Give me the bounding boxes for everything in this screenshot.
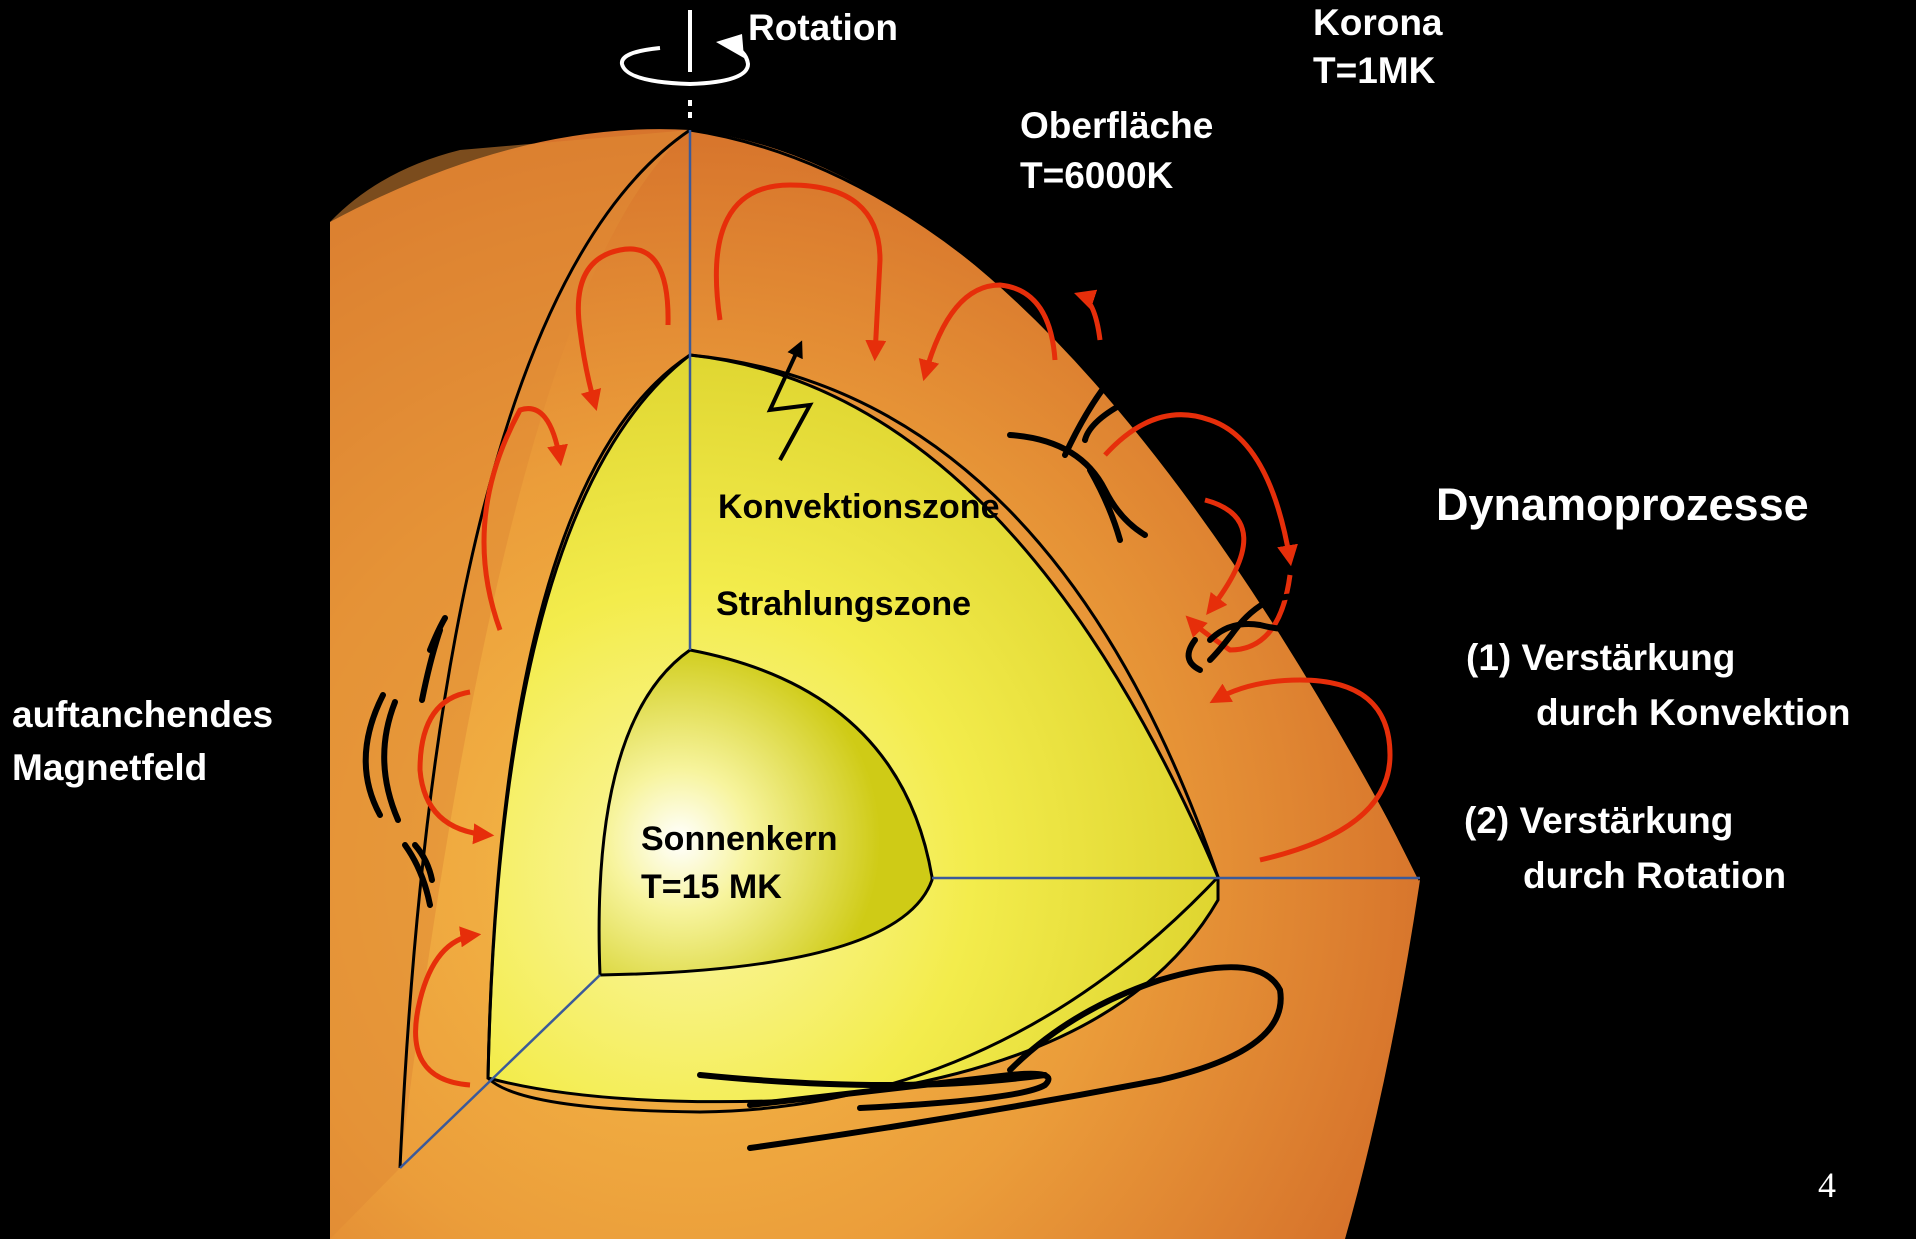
radiation-zone-label: Strahlungszone — [716, 585, 971, 623]
rotation-label: Rotation — [748, 7, 898, 48]
dynamo-item-2: (2) Verstärkung — [1464, 800, 1733, 841]
core-temperature: T=15 MK — [641, 868, 782, 906]
dynamo-title: Dynamoprozesse — [1436, 479, 1809, 530]
dynamo-item-2-detail: durch Rotation — [1523, 855, 1786, 896]
dynamo-item-1: (1) Verstärkung — [1466, 637, 1735, 678]
korona-label: Korona — [1313, 2, 1443, 43]
dynamo-item-1-detail: durch Konvektion — [1536, 692, 1851, 733]
surface-temperature: T=6000K — [1020, 155, 1174, 196]
surface-label: Oberfläche — [1020, 105, 1213, 146]
korona-temperature: T=1MK — [1313, 50, 1436, 91]
core-label: Sonnenkern — [641, 820, 837, 858]
rotation-arrow-icon — [622, 10, 748, 118]
convection-zone-label: Konvektionszone — [718, 488, 999, 526]
rising-field-label-2: Magnetfeld — [12, 747, 207, 788]
page-number: 4 — [1818, 1165, 1836, 1205]
rising-field-label: auftanchendes — [12, 694, 273, 735]
